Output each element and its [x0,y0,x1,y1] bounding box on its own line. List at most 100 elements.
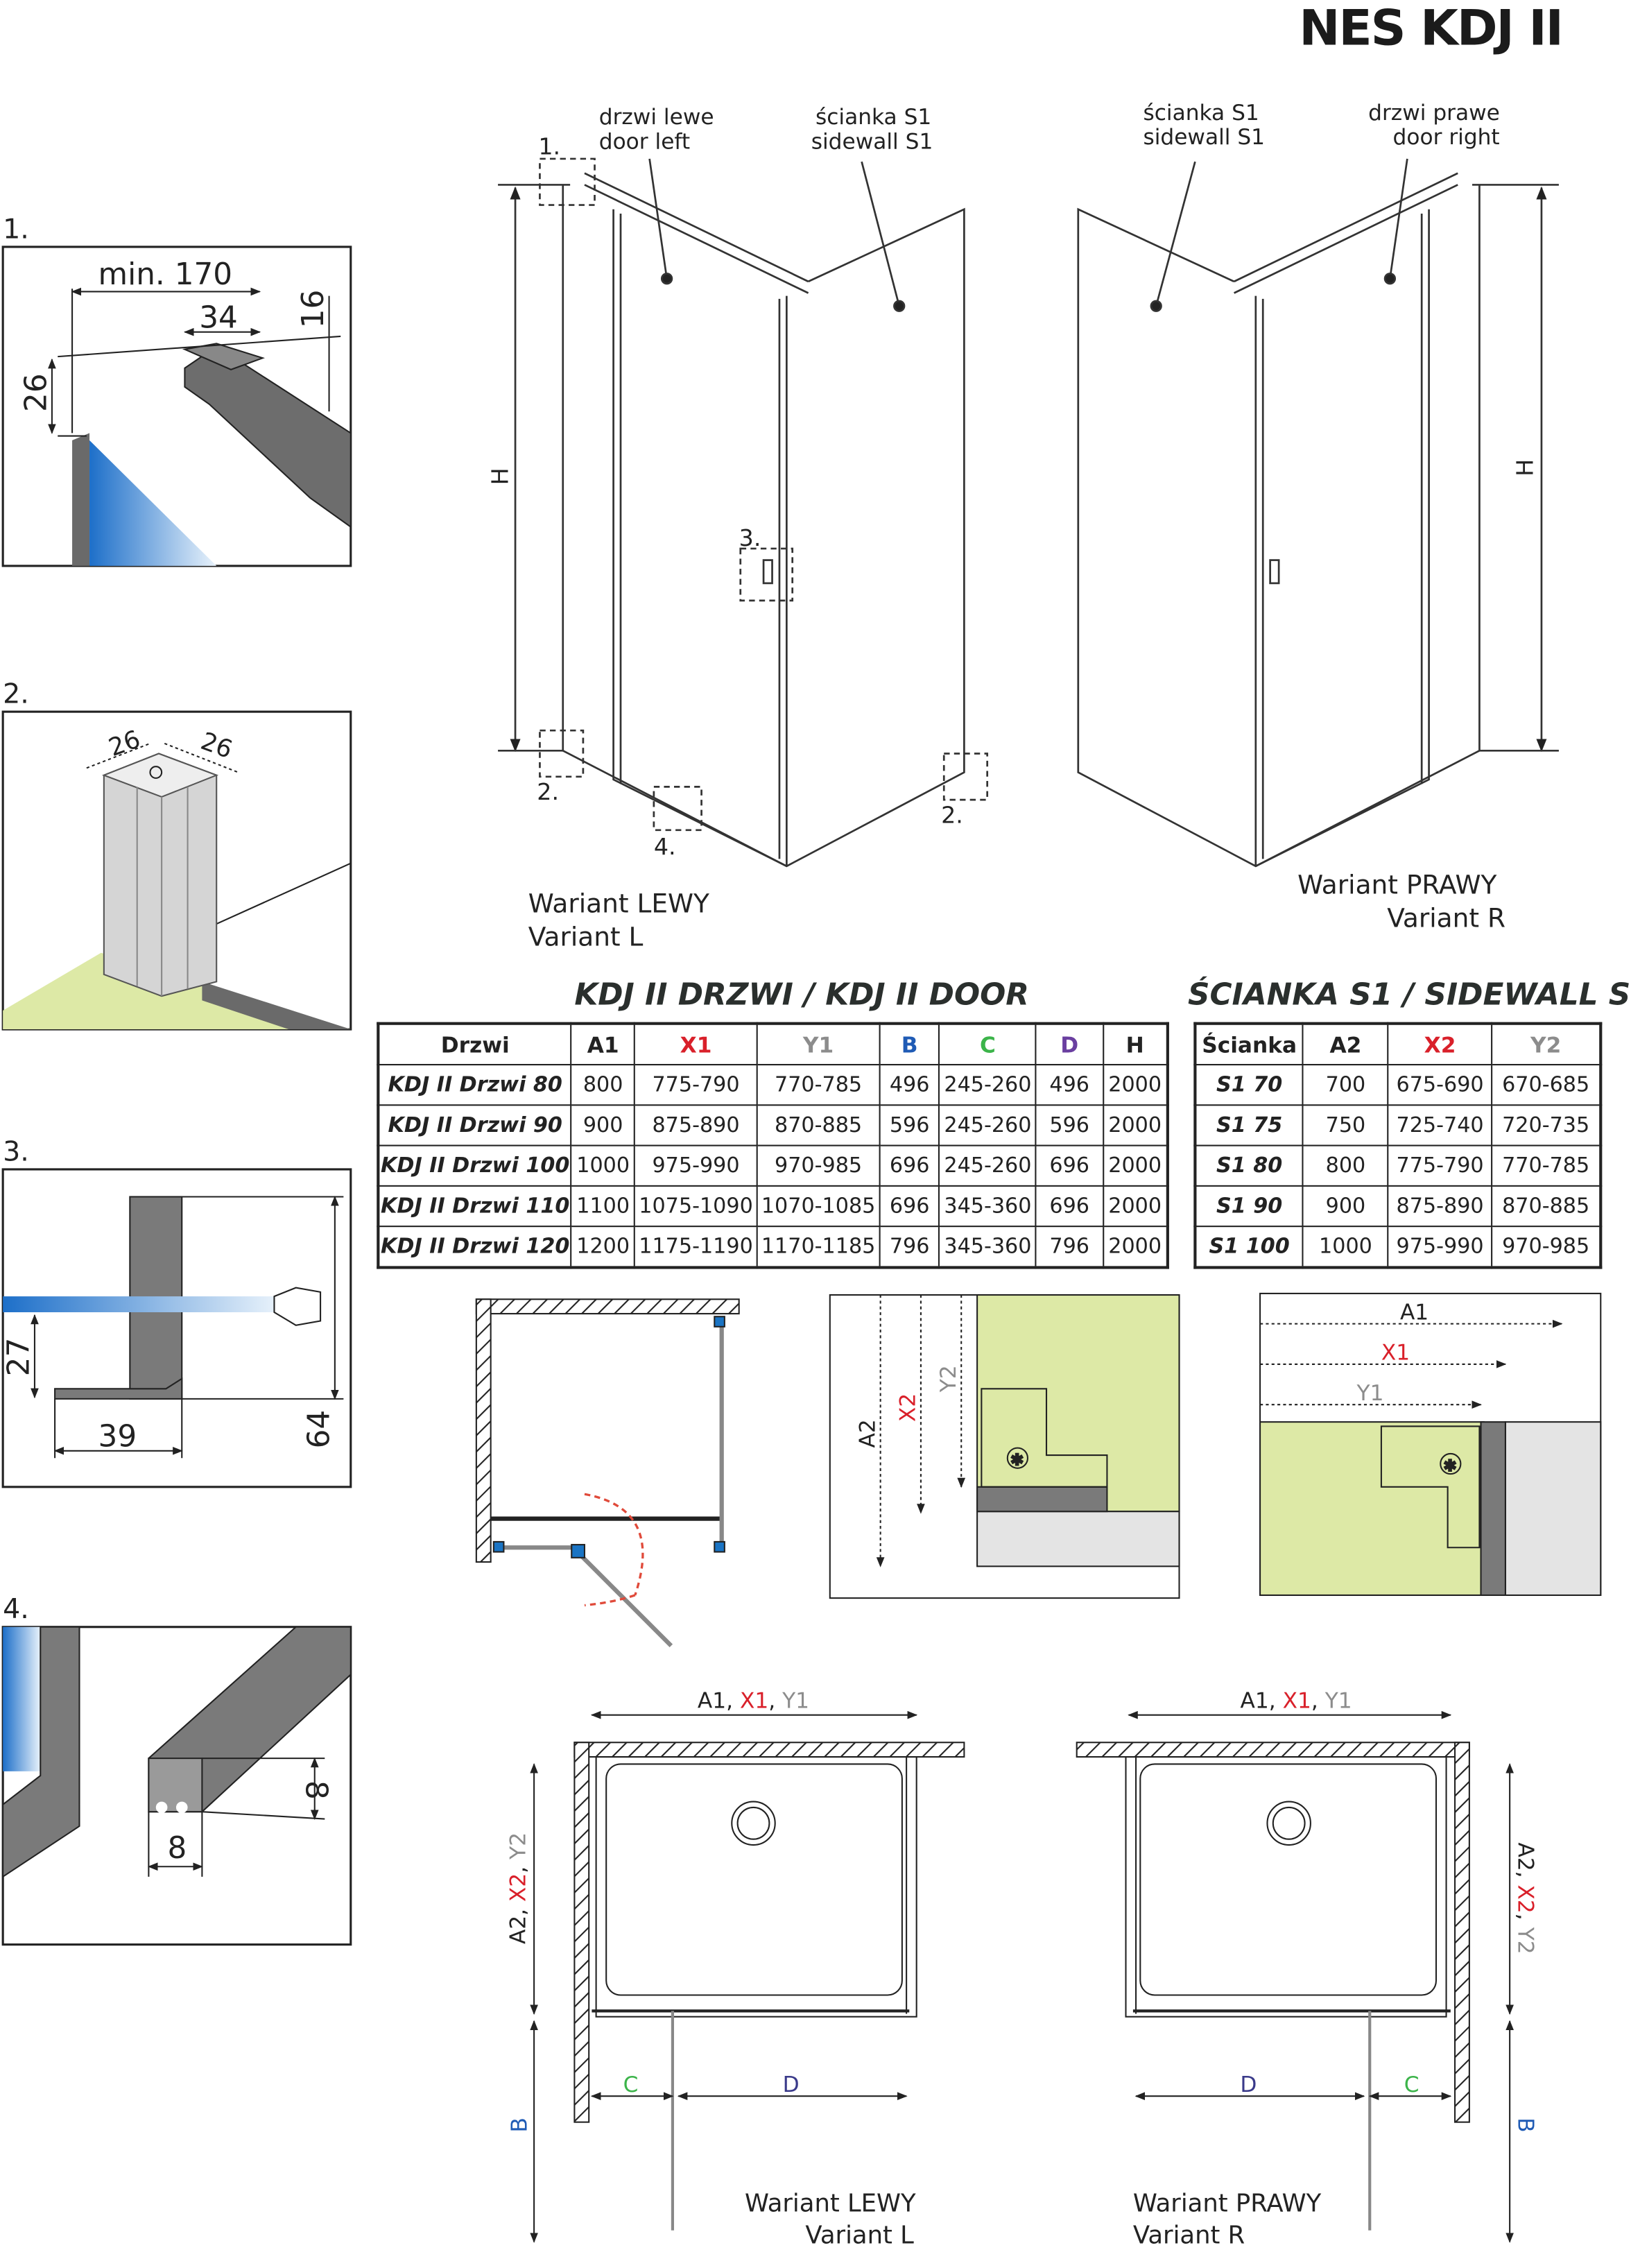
table-cell: 596 [1035,1104,1104,1146]
table-cell: 596 [879,1104,940,1146]
plan-left [530,1710,965,2243]
table-cell: 2000 [1102,1185,1168,1228]
svg-text:✱: ✱ [1443,1457,1456,1475]
table-cell: 800 [571,1063,636,1106]
table-cell: 345-360 [938,1185,1037,1228]
table-cell: 2000 [1102,1144,1168,1187]
table-cell: 696 [1035,1144,1104,1187]
plan-left-variant-pl: Wariant LEWY [745,2190,916,2218]
table-cell: 696 [1035,1185,1104,1228]
mid-a1-label: A1 [1400,1300,1429,1325]
row-name-cell: KDJ II Drzwi 80 [377,1063,573,1106]
dim-64: 64 [302,1410,337,1449]
dim-min-170: min. 170 [98,257,233,292]
variant-right-label-en: Variant R [1387,902,1505,933]
marker-3: 3. [739,524,761,551]
mid-y2-label: Y2 [936,1365,961,1393]
plan-left-c: C [623,2072,639,2097]
table-cell: 970-985 [1491,1226,1602,1269]
marker-4: 4. [654,833,676,860]
plan-right-variant-pl: Wariant PRAWY [1133,2190,1322,2218]
mid-x1-label: X1 [1381,1341,1410,1366]
plan-right-top-dims: A1, X1, Y1 [1241,1688,1352,1713]
wall-table-title: ŚCIANKA S1 / SIDEWALL S1 [1187,977,1631,1013]
row-name-cell: S1 70 [1194,1063,1304,1106]
door-left-label-en: door left [599,129,690,154]
plan-left-top-dims: A1, X1, Y1 [698,1688,809,1713]
col-header-d: D [1035,1022,1104,1066]
table-cell: 1175-1190 [634,1226,758,1269]
table-cell: 496 [879,1063,940,1106]
table-cell: 875-890 [634,1104,758,1146]
table-cell: 1075-1090 [634,1185,758,1228]
col-header-h: H [1102,1022,1168,1066]
table-cell: 1000 [571,1144,636,1187]
plan-right-d: D [1240,2072,1257,2097]
plan-right-b: B [1513,2117,1538,2132]
table-cell: 796 [1035,1226,1104,1269]
perspective-left [498,157,989,868]
table-cell: 775-790 [1388,1144,1493,1187]
detail-4 [1,1626,352,1946]
col-header-drzwi: Drzwi [377,1022,573,1066]
row-name-cell: S1 80 [1194,1144,1304,1187]
plan-right-c: C [1404,2072,1419,2097]
sidewall-right-label-pl: ścianka S1 [1143,101,1259,126]
table-cell: 875-890 [1388,1185,1493,1228]
detail-3 [1,1168,352,1488]
sidewall-fit-detail: ✱ [829,1294,1180,1599]
door-swing-plan [475,1298,740,1648]
detail-2 [1,710,352,1031]
col-header-scianka: Ścianka [1194,1022,1304,1066]
table-header-row: Drzwi A1 X1 Y1 B C D H [377,1022,1168,1066]
svg-text:✱: ✱ [1010,1452,1024,1470]
dim-27: 27 [1,1338,37,1377]
table-cell: 245-260 [938,1144,1037,1187]
variant-left-label-en: Variant L [528,921,644,952]
door-right-label-en: door right [1393,125,1500,150]
table-cell: 970-985 [756,1144,881,1187]
table-cell: 675-690 [1388,1063,1493,1106]
mid-y1-label: Y1 [1356,1381,1384,1406]
table-cell: 496 [1035,1063,1104,1106]
detail-1 [1,246,352,567]
table-cell: 975-990 [634,1144,758,1187]
table-cell: 796 [879,1226,940,1269]
dim-16: 16 [295,290,331,329]
table-cell: 975-990 [1388,1226,1493,1269]
table-cell: 345-360 [938,1226,1037,1269]
plan-left-d: D [783,2072,800,2097]
door-fit-detail: ✱ [1259,1292,1602,1596]
table-cell: 870-885 [1491,1185,1602,1228]
door-right-label-pl: drzwi prawe [1368,101,1500,126]
detail-3-number: 3. [3,1135,29,1167]
variant-right-label-pl: Wariant PRAWY [1297,869,1496,900]
table-cell: 245-260 [938,1104,1037,1146]
table-cell: 670-685 [1491,1063,1602,1106]
detail-2-number: 2. [3,678,29,710]
sidewall-right-label-en: sidewall S1 [1143,125,1265,150]
table-cell: 700 [1302,1063,1390,1106]
marker-1: 1. [538,133,560,160]
dim-34: 34 [199,300,238,335]
row-name-cell: KDJ II Drzwi 100 [377,1144,573,1187]
table-cell: 696 [879,1185,940,1228]
plan-left-side-dims: A2, X2, Y2 [506,1832,531,1944]
col-header-a1: A1 [571,1022,636,1066]
col-header-x1: X1 [634,1022,758,1066]
detail-1-number: 1. [3,213,29,245]
height-label-left: H [487,467,514,485]
table-cell: 725-740 [1388,1104,1493,1146]
table-cell: 2000 [1102,1104,1168,1146]
table-cell: 696 [879,1144,940,1187]
dim-8-width: 8 [167,1830,187,1866]
table-cell: 1000 [1302,1226,1390,1269]
